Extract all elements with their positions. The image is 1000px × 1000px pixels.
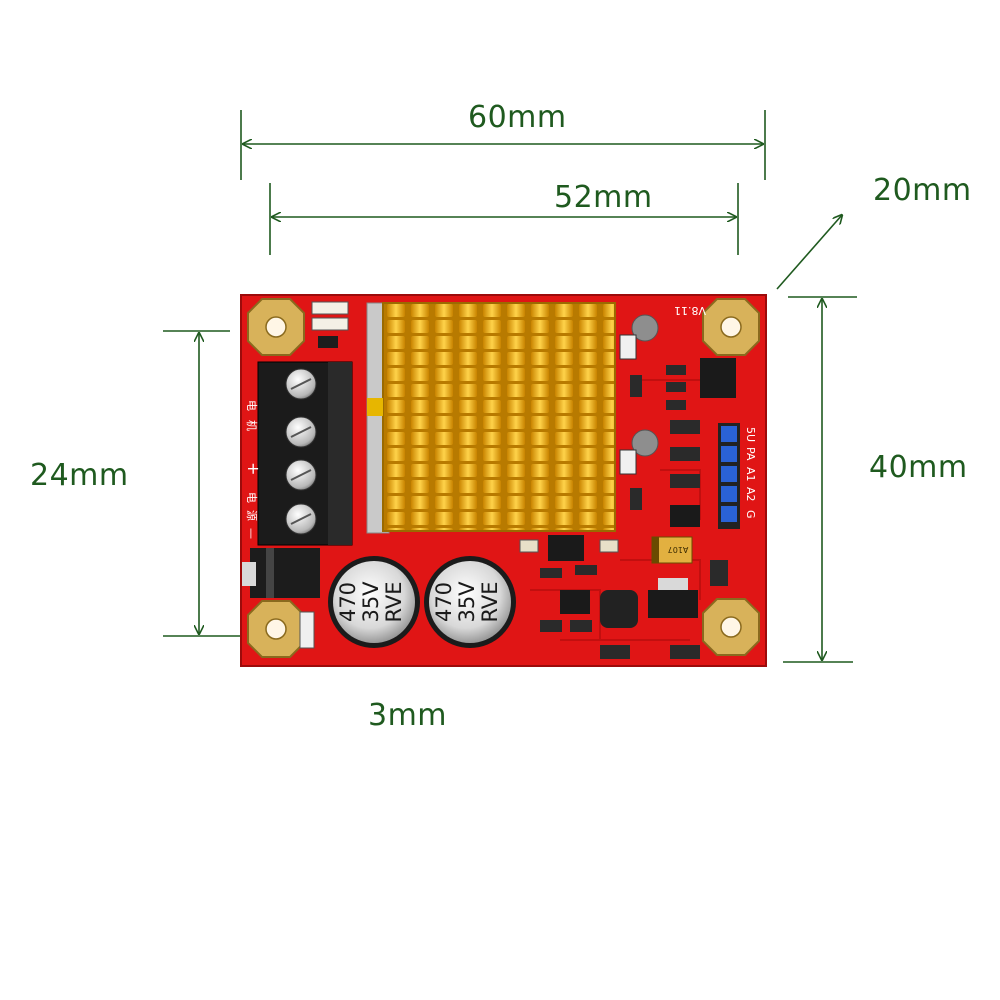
tantalum-capacitor: A107 <box>651 536 693 564</box>
header-pin-5 <box>721 506 737 522</box>
mounting-hole-top-right <box>702 298 760 356</box>
regulator-ic <box>648 590 698 618</box>
smd-components <box>299 314 736 659</box>
mosfet-chip <box>548 535 584 561</box>
electrolytic-capacitor-2: 470 35V RVE <box>424 556 516 648</box>
silk-label-5: 源 <box>245 510 259 521</box>
terminal-silkscreen: 电 机 + 电 源 — <box>244 400 263 539</box>
silk-label-2: 机 <box>245 420 259 431</box>
mounting-hole-top-left <box>247 298 305 356</box>
pin-label-pa: PA <box>744 447 757 461</box>
capacitor-1-value: 470 <box>336 582 360 622</box>
pcb-traces <box>530 379 701 641</box>
dimension-label-hole-spacing-vertical: 24mm <box>30 458 129 493</box>
dimension-label-height: 20mm <box>873 173 972 208</box>
power-diode <box>242 548 320 598</box>
dimension-label-board-depth: 40mm <box>869 450 968 485</box>
pin-label-a2: A2 <box>744 487 757 502</box>
mounting-hole-bottom-left <box>247 600 305 658</box>
tantalum-marking: A107 <box>668 545 689 554</box>
capacitor-2-value: 470 <box>432 582 456 622</box>
electrolytic-capacitor-1: 470 35V RVE <box>328 556 420 648</box>
status-leds <box>311 301 349 348</box>
version-label: V8.11 <box>674 304 706 317</box>
inductor <box>600 590 638 628</box>
screw-terminal-block <box>257 361 353 546</box>
pcb-board: 电 机 + 电 源 — V8.11 <box>240 294 767 667</box>
driver-ic <box>700 358 736 398</box>
pin-label-a1: A1 <box>744 467 757 482</box>
capacitor-1-voltage: 35V <box>359 581 383 623</box>
pin-label-5u: 5U <box>744 427 757 442</box>
capacitor-2-voltage: 35V <box>455 581 479 623</box>
dim-20-arrow <box>776 215 842 290</box>
silk-label-1: 电 <box>245 400 258 411</box>
capacitor-2-series: RVE <box>478 581 502 622</box>
header-pins: 5U PA A1 A2 G <box>718 423 757 529</box>
pin-label-g: G <box>744 510 757 519</box>
heatsink <box>366 302 616 534</box>
header-pin-2 <box>721 446 737 462</box>
dimension-lines <box>163 110 857 663</box>
header-pin-3 <box>721 466 737 482</box>
mounting-hole-bottom-right <box>702 598 760 656</box>
capacitor-1-series: RVE <box>382 581 406 622</box>
dimension-label-hole-spacing-horizontal: 52mm <box>554 180 653 215</box>
header-pin-1 <box>721 426 737 442</box>
silk-label-4: 电 <box>245 492 258 503</box>
silk-label-6: — <box>245 528 258 539</box>
dimension-label-total-width: 60mm <box>468 100 567 135</box>
dimension-label-hole-size: 3mm <box>368 698 448 733</box>
silk-label-3: + <box>244 462 263 475</box>
header-pin-4 <box>721 486 737 502</box>
